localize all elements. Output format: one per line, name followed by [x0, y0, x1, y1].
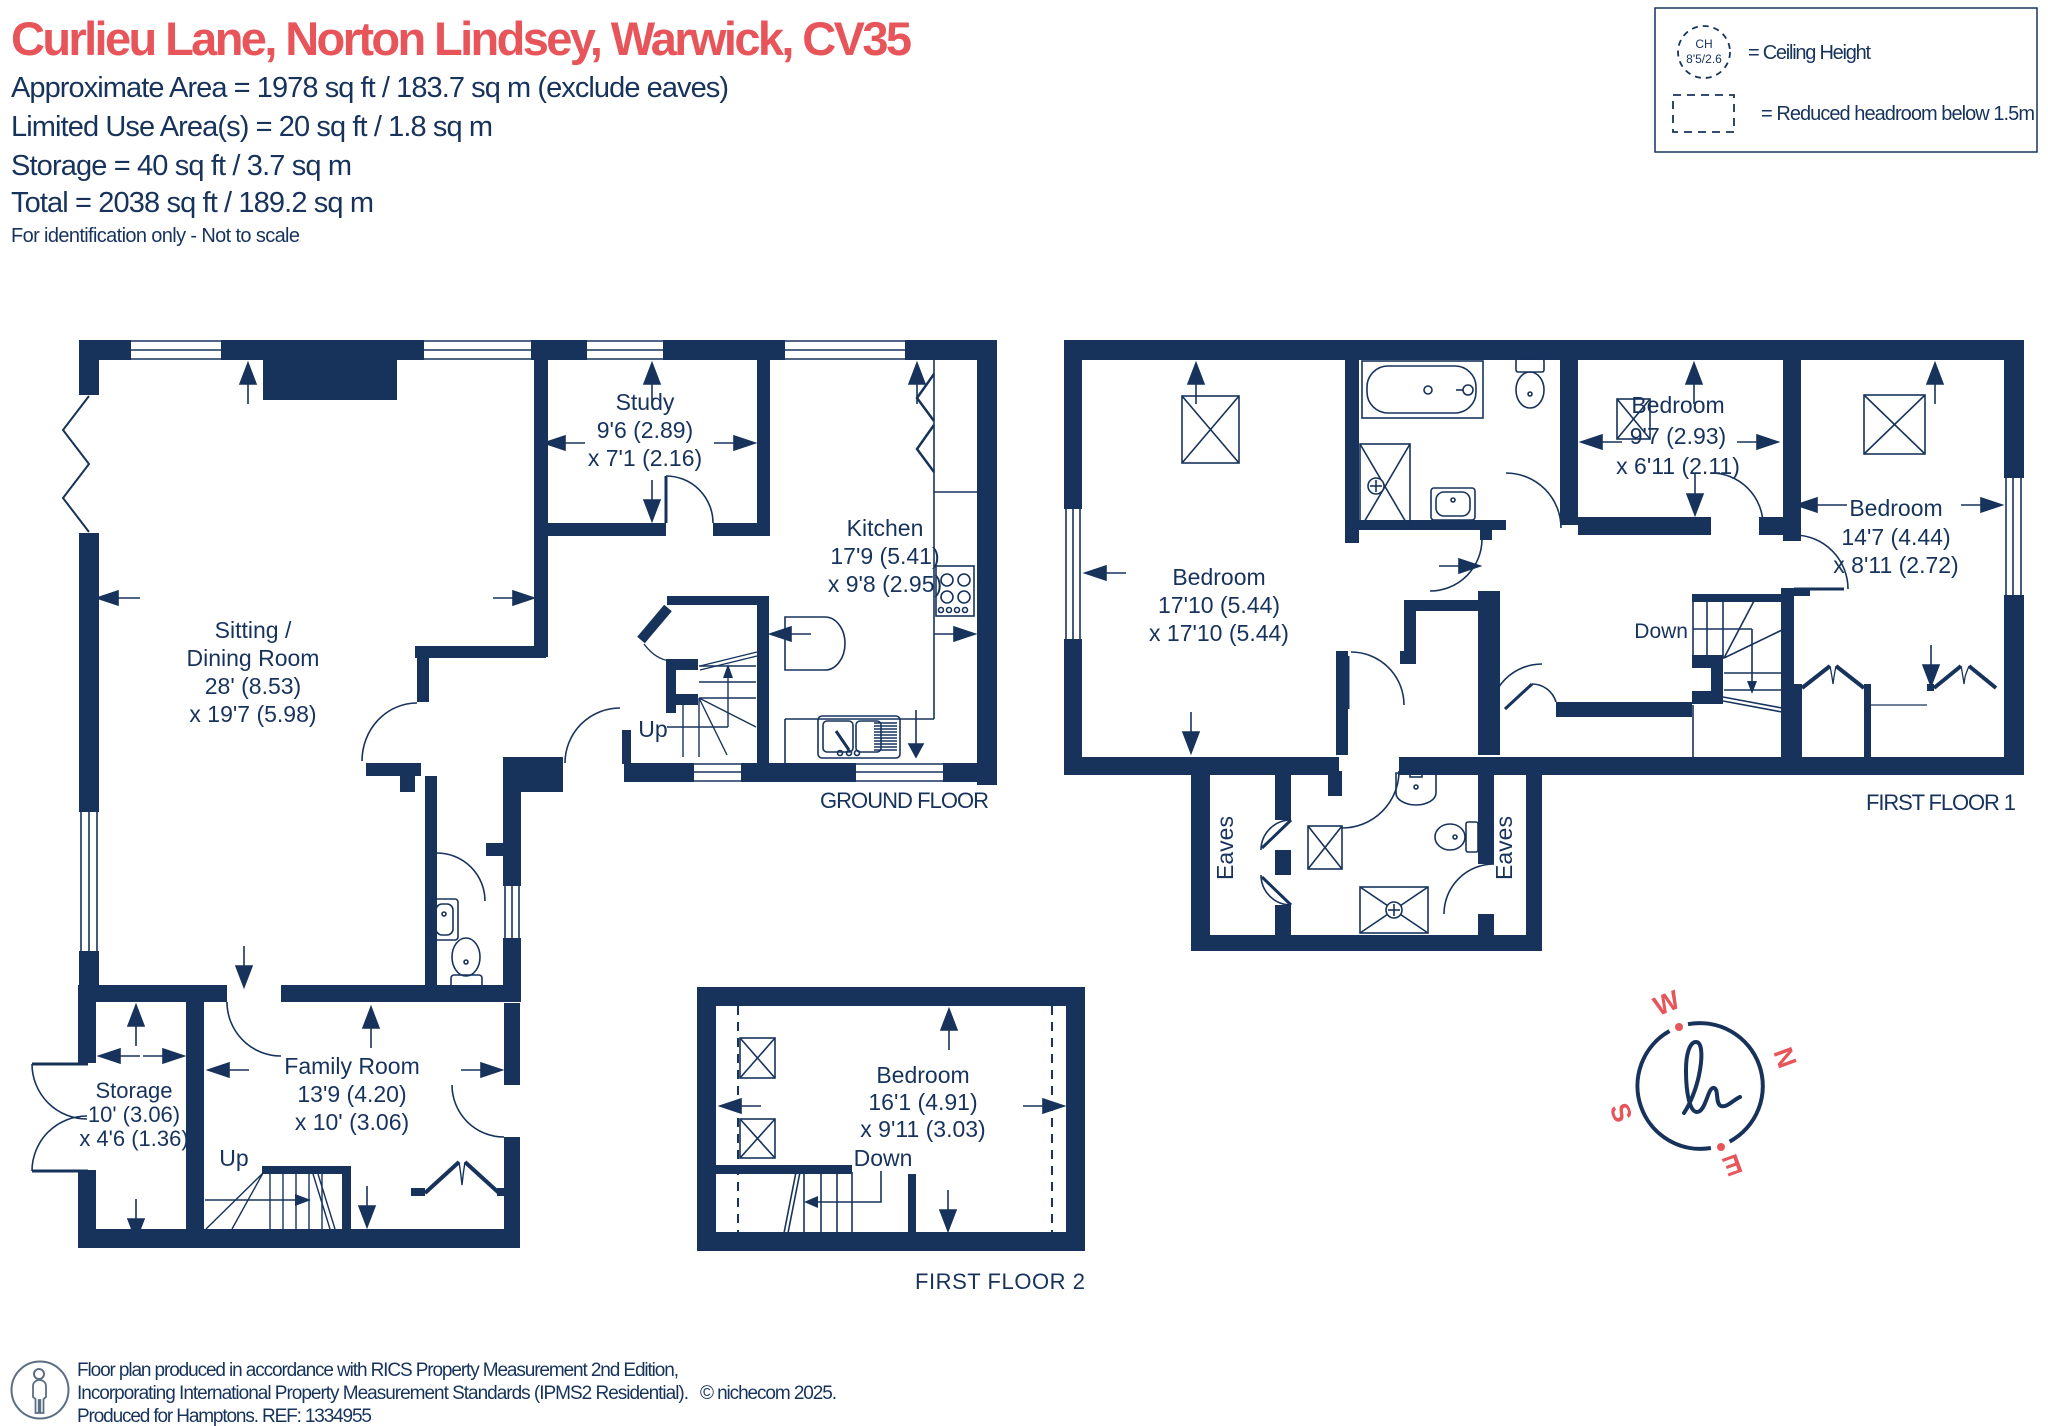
svg-text:x 8'11 (2.72): x 8'11 (2.72): [1833, 552, 1958, 578]
svg-text:FIRST FLOOR 1: FIRST FLOOR 1: [1866, 790, 2016, 815]
svg-text:8'5/2.6: 8'5/2.6: [1686, 52, 1722, 66]
svg-text:For identification only - Not: For identification only - Not to scale: [11, 225, 300, 247]
svg-text:W: W: [1649, 984, 1684, 1022]
svg-text:Up: Up: [638, 716, 667, 742]
svg-text:Study: Study: [616, 389, 675, 415]
svg-text:FIRST FLOOR 2: FIRST FLOOR 2: [915, 1269, 1085, 1294]
svg-text:13'9 (4.20): 13'9 (4.20): [297, 1081, 406, 1107]
svg-text:x 17'10 (5.44): x 17'10 (5.44): [1149, 620, 1289, 646]
svg-text:Approximate Area = 1978 sq ft: Approximate Area = 1978 sq ft / 183.7 sq…: [11, 72, 729, 104]
svg-text:Up: Up: [219, 1145, 248, 1171]
svg-text:Bedroom: Bedroom: [1849, 495, 1942, 521]
svg-text:Limited Use Area(s) = 20 sq ft: Limited Use Area(s) = 20 sq ft / 1.8 sq …: [11, 111, 493, 143]
svg-text:10' (3.06): 10' (3.06): [88, 1102, 180, 1127]
svg-text:S: S: [1604, 1099, 1638, 1126]
svg-text:17'10 (5.44): 17'10 (5.44): [1158, 592, 1280, 618]
svg-text:Family Room: Family Room: [284, 1053, 419, 1079]
svg-text:CH: CH: [1695, 37, 1712, 51]
svg-text:x 9'8 (2.95): x 9'8 (2.95): [828, 571, 942, 597]
svg-text:Incorporating International Pr: Incorporating International Property Mea…: [77, 1383, 689, 1404]
svg-text:Dining Room: Dining Room: [187, 645, 320, 671]
svg-text:x 4'6 (1.36): x 4'6 (1.36): [79, 1126, 188, 1151]
svg-text:9'7 (2.93): 9'7 (2.93): [1630, 423, 1726, 449]
svg-text:© nichecom 2025.: © nichecom 2025.: [700, 1383, 837, 1404]
svg-text:= Ceiling Height: = Ceiling Height: [1748, 42, 1871, 64]
svg-text:Curlieu Lane, Norton Lindsey,: Curlieu Lane, Norton Lindsey, Warwick, C…: [11, 12, 912, 65]
svg-text:16'1 (4.91): 16'1 (4.91): [868, 1089, 977, 1115]
svg-text:Bedroom: Bedroom: [876, 1062, 969, 1088]
svg-text:x 6'11 (2.11): x 6'11 (2.11): [1616, 453, 1740, 479]
svg-text:Storage = 40 sq ft / 3.7 sq m: Storage = 40 sq ft / 3.7 sq m: [11, 150, 352, 182]
svg-text:9'6 (2.89): 9'6 (2.89): [597, 417, 693, 443]
svg-text:Down: Down: [1634, 620, 1688, 643]
svg-text:N: N: [1768, 1043, 1803, 1072]
svg-text:= Reduced headroom below 1.5m: = Reduced headroom below 1.5m: [1761, 103, 2035, 125]
svg-text:Eaves: Eaves: [1212, 816, 1238, 880]
svg-text:Storage: Storage: [95, 1078, 172, 1103]
svg-text:E: E: [1719, 1148, 1746, 1182]
svg-text:GROUND FLOOR: GROUND FLOOR: [820, 788, 989, 813]
svg-text:x 7'1 (2.16): x 7'1 (2.16): [588, 445, 702, 471]
svg-text:x 19'7 (5.98): x 19'7 (5.98): [189, 701, 316, 727]
svg-text:Total = 2038 sq ft / 189.2 sq: Total = 2038 sq ft / 189.2 sq m: [11, 187, 374, 219]
svg-text:Bedroom: Bedroom: [1631, 392, 1724, 418]
svg-text:Kitchen: Kitchen: [847, 515, 924, 541]
svg-text:17'9 (5.41): 17'9 (5.41): [830, 543, 939, 569]
svg-text:x 9'11 (3.03): x 9'11 (3.03): [860, 1116, 985, 1142]
svg-text:x 10' (3.06): x 10' (3.06): [295, 1109, 409, 1135]
svg-text:Bedroom: Bedroom: [1172, 564, 1265, 590]
svg-text:Floor plan produced in accorda: Floor plan produced in accordance with R…: [77, 1360, 679, 1381]
svg-text:14'7 (4.44): 14'7 (4.44): [1841, 524, 1950, 550]
svg-text:Sitting /: Sitting /: [215, 617, 292, 643]
svg-text:28' (8.53): 28' (8.53): [205, 673, 301, 699]
svg-text:Down: Down: [854, 1145, 913, 1171]
svg-text:Eaves: Eaves: [1491, 816, 1517, 880]
svg-text:Produced for Hamptons. REF:: Produced for Hamptons. REF: 1334955: [77, 1406, 372, 1426]
